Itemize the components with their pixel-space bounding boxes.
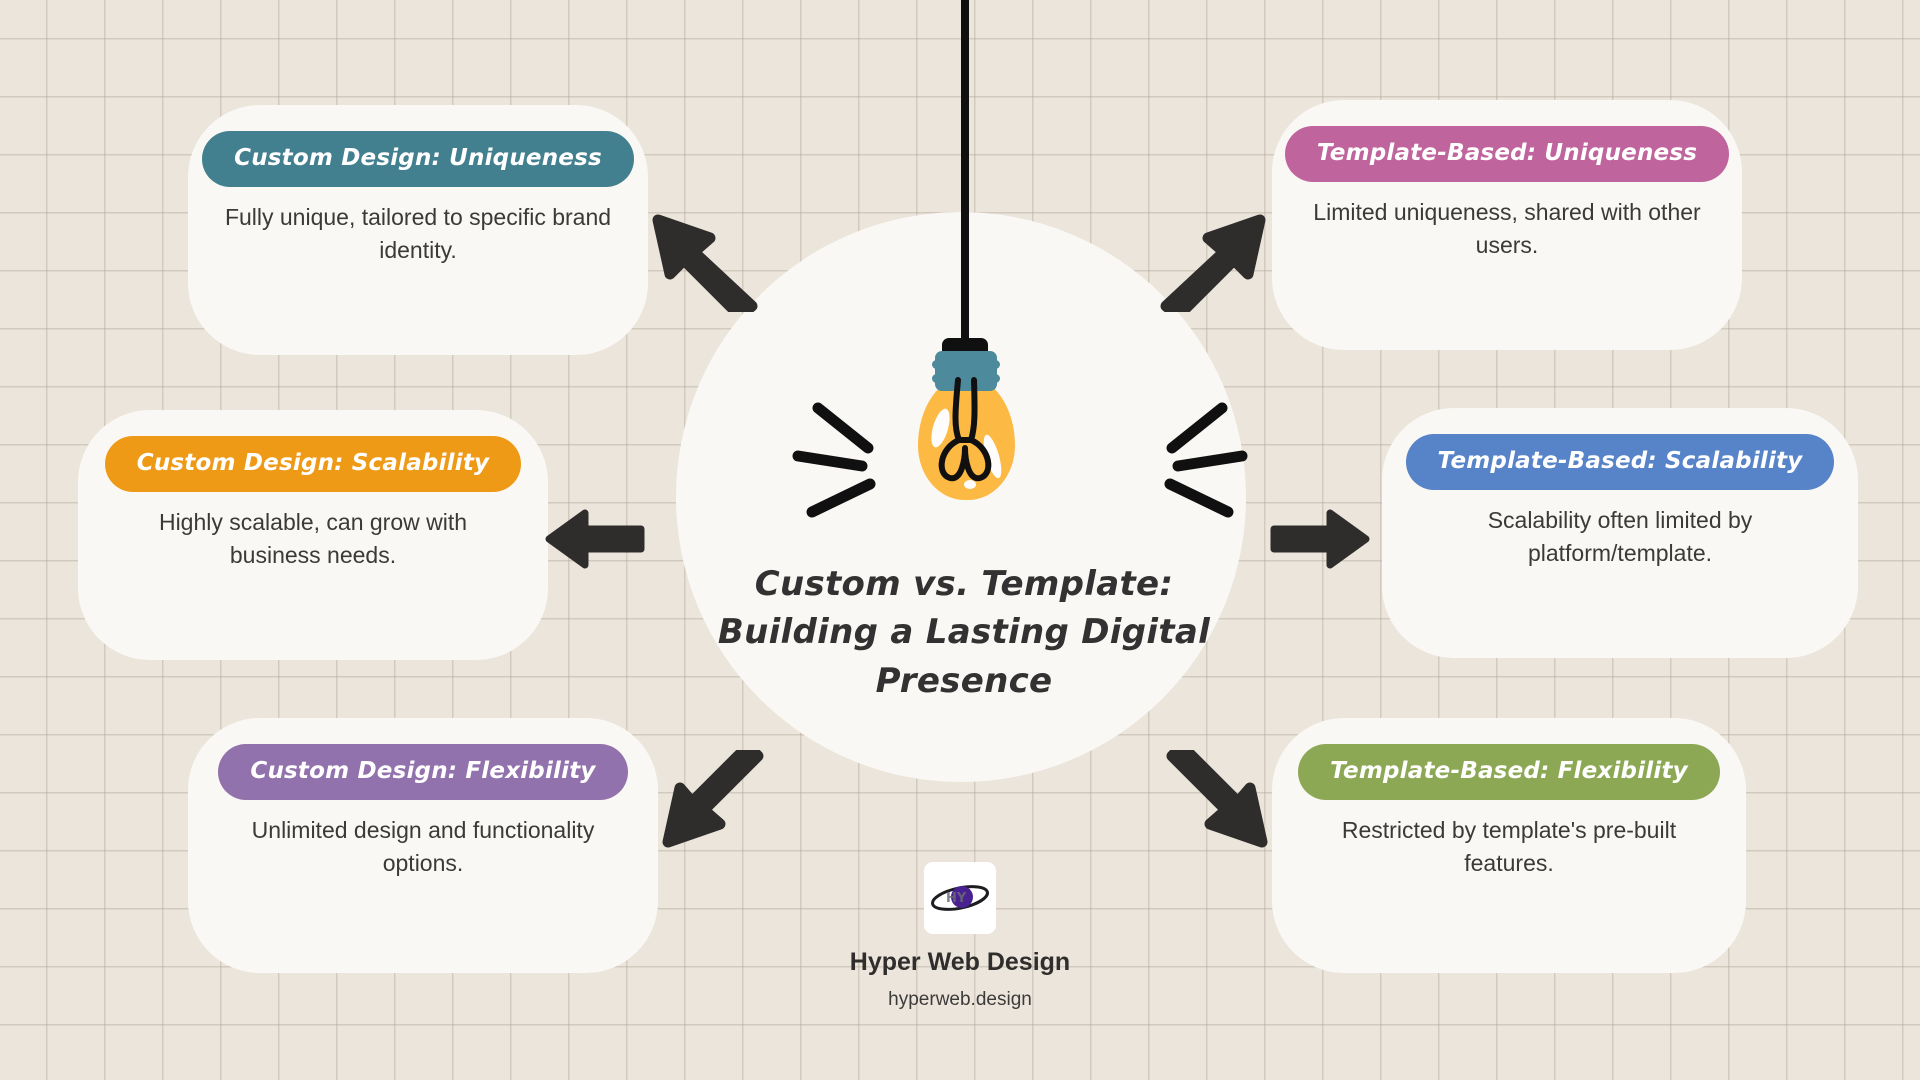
brand-name: Hyper Web Design (849, 948, 1071, 976)
bulb-cap (932, 351, 1000, 391)
arrow-to-template-flexibility-icon (1166, 750, 1268, 848)
description-custom-uniqueness: Fully unique, tailored to specific brand… (224, 204, 612, 263)
card-custom-flexibility[interactable]: Custom Design: Flexibility Unlimited des… (188, 718, 658, 973)
card-custom-uniqueness[interactable]: Custom Design: Uniqueness Fully unique, … (188, 105, 648, 355)
description-custom-flexibility: Unlimited design and functionality optio… (251, 817, 595, 876)
badge-template-flexibility: Template-Based: Flexibility (1298, 744, 1720, 800)
description-template-flexibility: Restricted by template's pre-built featu… (1341, 817, 1677, 876)
card-template-uniqueness[interactable]: Template-Based: Uniqueness Limited uniqu… (1272, 100, 1742, 350)
card-custom-scalability[interactable]: Custom Design: Scalability Highly scalab… (78, 410, 548, 660)
arrow-to-custom-scalability-icon (545, 509, 645, 569)
hanging-lightbulb-icon (880, 0, 1040, 514)
center-title-line-2: Building a Lasting Digital (717, 612, 1211, 653)
card-template-scalability[interactable]: Template-Based: Scalability Scalability … (1382, 408, 1858, 658)
badge-custom-flexibility: Custom Design: Flexibility (218, 744, 628, 800)
hyper-web-design-logo: HY (924, 862, 996, 934)
bulb-highlight (964, 480, 976, 489)
footer-branding: HY Hyper Web Design hyperweb.design (0, 862, 1920, 1011)
arrow-to-template-uniqueness-icon (1160, 214, 1266, 312)
svg-text:HY: HY (946, 891, 967, 906)
description-template-uniqueness: Limited uniqueness, shared with other us… (1313, 199, 1701, 258)
light-rays-icon (1164, 402, 1248, 518)
badge-template-uniqueness: Template-Based: Uniqueness (1284, 126, 1730, 182)
bulb-cord (961, 0, 969, 346)
center-title-line-3: Presence (875, 660, 1053, 701)
brand-url: hyperweb.design (888, 989, 1032, 1010)
description-template-scalability: Scalability often limited by platform/te… (1487, 507, 1753, 566)
description-custom-scalability: Highly scalable, can grow with business … (158, 509, 468, 568)
bulb-filament (938, 377, 992, 482)
center-title-line-1: Custom vs. Template: (754, 564, 1174, 604)
arrow-to-custom-uniqueness-icon (652, 214, 758, 312)
arrow-to-custom-flexibility-icon (662, 750, 764, 848)
card-template-flexibility[interactable]: Template-Based: Flexibility Restricted b… (1272, 718, 1746, 973)
badge-custom-scalability: Custom Design: Scalability (104, 436, 522, 492)
light-rays-icon (792, 402, 876, 518)
badge-custom-uniqueness: Custom Design: Uniqueness (202, 131, 634, 187)
badge-template-scalability: Template-Based: Scalability (1405, 434, 1835, 490)
center-title: Custom vs. Template: Building a Lasting … (704, 560, 1224, 705)
arrow-to-template-scalability-icon (1270, 509, 1370, 569)
